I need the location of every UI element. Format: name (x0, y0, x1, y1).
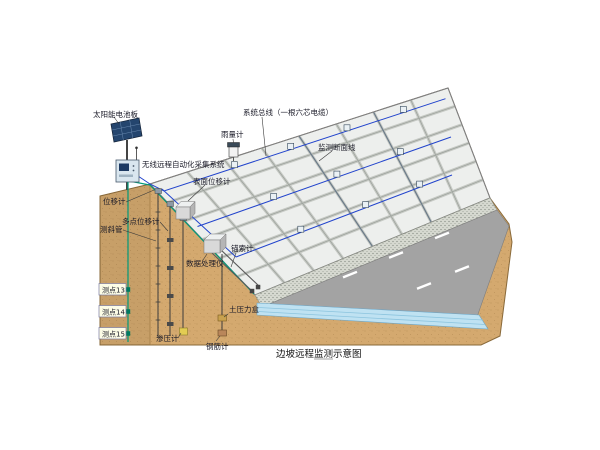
measuring-point-14-marker (125, 309, 131, 314)
multipoint-extensometer (166, 201, 174, 336)
surface-displacement-unit (175, 200, 196, 220)
surface-displacement-label: 表面位移计 (193, 176, 231, 186)
sensor-node (362, 201, 369, 208)
borehole-cable (125, 182, 131, 342)
measuring-point-13-marker (125, 287, 131, 292)
sensor-string (217, 254, 227, 337)
station-button (132, 165, 135, 167)
rain-gauge-label: 雨量计 (221, 129, 244, 139)
multipoint-displacement-label: 多点位移计 (122, 216, 160, 226)
station-button (132, 169, 135, 172)
diagram-caption: 边坡远程监测示意图 (276, 348, 362, 360)
point-15-box (98, 327, 127, 340)
piezometer-sensor (179, 327, 188, 336)
lane-dash (434, 231, 450, 240)
solar-panel-grid (111, 119, 142, 141)
sensor-node (287, 143, 295, 150)
left-cut-face (100, 184, 150, 345)
point-14-box (98, 305, 127, 318)
displacement-meter-label: 位移计 (103, 196, 126, 206)
sensor-node (343, 124, 351, 132)
seepage-meter-label: 渗压计 (156, 333, 179, 343)
sensor-node (416, 180, 423, 188)
sensor-node (396, 148, 404, 155)
point-15-label: 测点15 (102, 331, 125, 339)
point-13-box (98, 283, 127, 296)
inclinometer-casing (154, 188, 162, 338)
sensor-node (231, 161, 238, 168)
sensor-nodes (231, 106, 423, 233)
water-lines (257, 307, 486, 325)
monitoring-section-label: 监测断面线 (318, 142, 356, 152)
solar-panel-label: 太阳能电池板 (93, 109, 138, 119)
monitoring-section-lines (298, 111, 432, 247)
leader-lines (113, 116, 333, 342)
sensor-node (270, 193, 277, 200)
point-13-label: 测点13 (102, 287, 125, 295)
measuring-point-labels: 测点13 测点14 测点15 (98, 283, 127, 340)
rebar-meter-label: 钢筋计 (206, 341, 229, 351)
earth-pressure-cell-sensor (217, 314, 227, 322)
station-vent (119, 174, 133, 177)
lane-dash (388, 251, 404, 259)
drainage-channel (256, 302, 489, 330)
sensor-node (399, 106, 407, 113)
rebar-meter-sensor (217, 329, 227, 337)
measuring-point-15-marker (125, 331, 131, 336)
system-bus-label: 系统总线（一根六芯电缆） (243, 107, 333, 117)
sensor-node (333, 170, 341, 178)
inclinometer-label: 测斜管 (100, 224, 123, 234)
data-processor-unit (203, 233, 227, 254)
point-14-label: 测点14 (102, 309, 125, 317)
sensor-node (297, 225, 305, 233)
anchor-cables (211, 248, 261, 294)
anchor-meter-label: 锚索计 (231, 243, 254, 253)
lane-dash (454, 265, 470, 273)
system-bus-cables (137, 98, 453, 258)
earth-pressure-label: 土压力盒 (229, 304, 259, 314)
lane-dashes (342, 231, 470, 290)
lane-dash (342, 270, 358, 279)
lane-dash (416, 282, 432, 290)
wireless-system-label: 无线远程自动化采集系统 (142, 159, 225, 169)
station-screen (119, 163, 129, 171)
antenna-tip (135, 146, 138, 150)
data-processor-label: 数据处理仪 (186, 258, 224, 268)
